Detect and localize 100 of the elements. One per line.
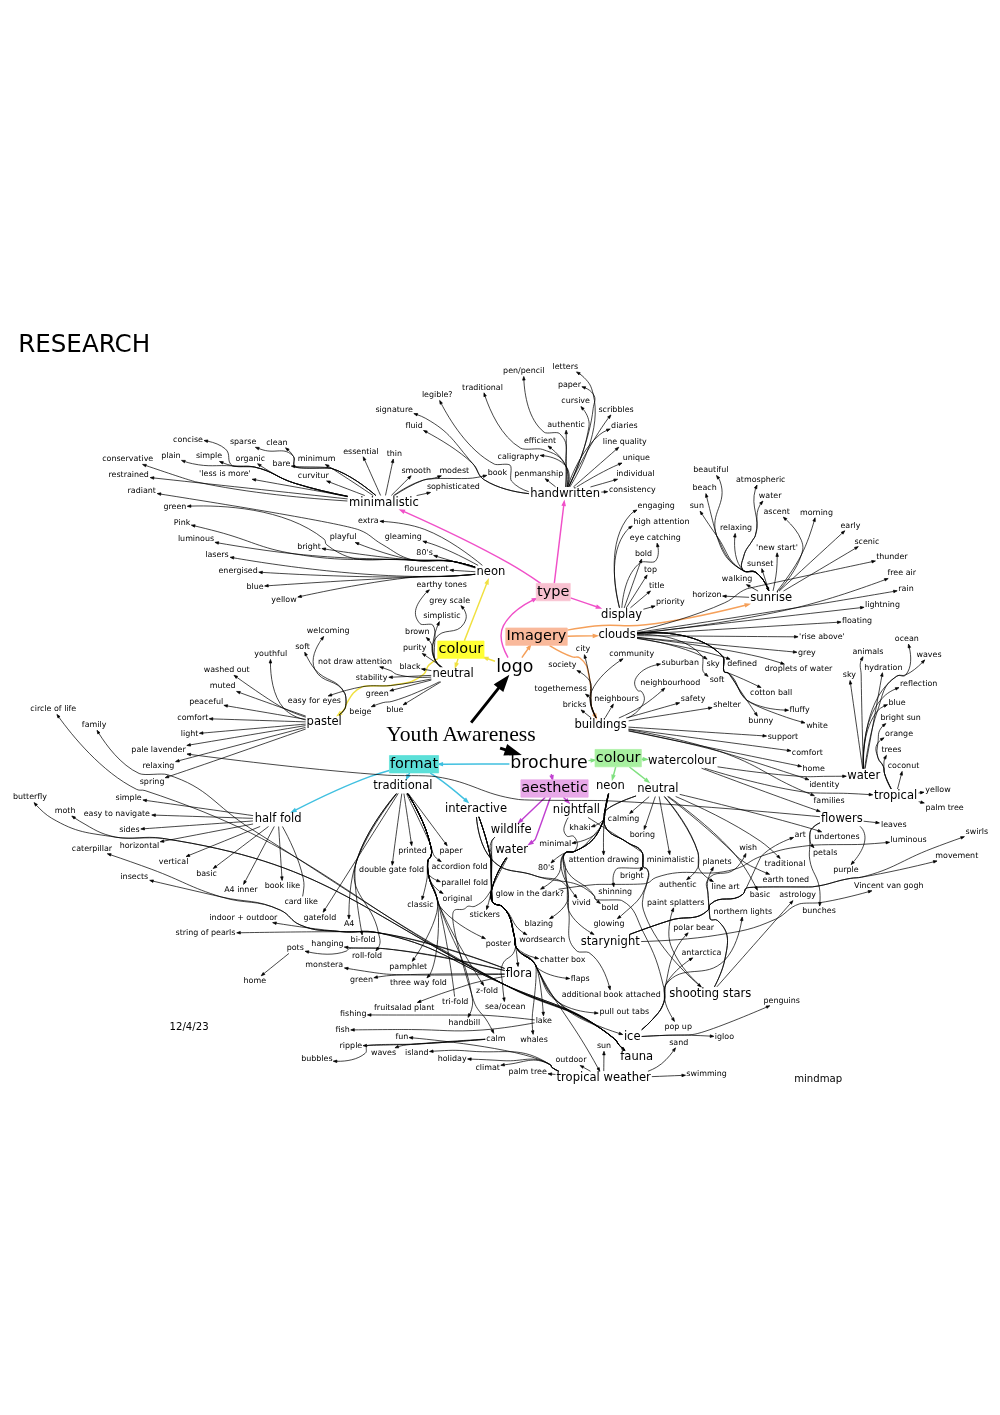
arrow — [150, 813, 253, 819]
arrow — [721, 594, 749, 598]
node-text: logo — [495, 656, 533, 677]
node-text: Youth Awareness — [385, 721, 536, 746]
node-text: neutral — [431, 666, 474, 681]
arrow — [438, 400, 529, 493]
arrow — [663, 796, 714, 883]
arrow — [393, 475, 442, 496]
arrow — [425, 637, 442, 668]
arrow — [640, 890, 872, 942]
node-text: sunrise — [749, 590, 792, 605]
arrow — [636, 632, 761, 688]
arrow — [859, 656, 864, 770]
arrow — [429, 772, 469, 804]
arrow — [627, 726, 767, 738]
arrow — [235, 691, 306, 717]
arrow — [349, 1022, 535, 1032]
arrow — [628, 766, 650, 784]
node-text: nightfall — [552, 801, 600, 816]
arrow — [185, 725, 306, 747]
arrow — [569, 597, 602, 609]
node-text: neon — [476, 564, 505, 579]
arrow — [379, 519, 483, 566]
arrow — [436, 761, 510, 767]
arrow — [557, 841, 890, 890]
node-text: half fold — [254, 810, 302, 825]
arrow — [636, 635, 798, 639]
arrow — [477, 816, 599, 1015]
arrow — [346, 793, 397, 920]
arrow — [174, 727, 306, 763]
arrow — [642, 605, 655, 610]
arrow — [373, 973, 505, 979]
arrow — [613, 509, 637, 609]
arrow — [716, 900, 793, 988]
arrow — [600, 490, 608, 494]
arrow — [451, 857, 508, 1034]
arrow — [403, 793, 413, 846]
arrow — [636, 632, 805, 724]
arrow — [520, 643, 532, 659]
arrow — [628, 836, 965, 935]
node-text: flowers — [820, 810, 863, 825]
arrow — [392, 474, 487, 496]
arrow — [601, 1050, 606, 1072]
arrow — [388, 679, 432, 692]
arrow — [466, 1057, 559, 1072]
arrow — [566, 428, 611, 488]
arrow — [863, 643, 911, 770]
arrow — [603, 793, 644, 872]
arrow — [776, 517, 816, 592]
arrow — [882, 755, 891, 790]
arrow — [198, 723, 306, 735]
arrow — [716, 766, 847, 778]
arrow — [562, 817, 594, 935]
node-text: clouds — [597, 627, 636, 642]
arrow — [603, 793, 649, 919]
node-box: Imagery — [504, 627, 568, 646]
arrow — [553, 499, 566, 585]
arrow — [636, 589, 897, 633]
arrow — [405, 793, 442, 863]
arrow — [416, 976, 505, 1003]
arrow — [636, 560, 876, 632]
node-text: minimalistic — [348, 494, 419, 509]
arrow — [782, 546, 859, 592]
arrow — [431, 605, 467, 668]
arrow — [636, 632, 758, 717]
arrow — [521, 376, 567, 488]
arrow — [566, 633, 599, 639]
arrow — [627, 730, 809, 781]
arrow — [390, 793, 402, 866]
arrow — [469, 674, 509, 724]
diagram-title: RESEARCH — [17, 328, 150, 358]
node-text: neon — [595, 778, 625, 793]
arrow — [772, 552, 779, 592]
arrow — [640, 916, 743, 1031]
arrow — [862, 820, 880, 825]
arrow — [332, 1039, 486, 1063]
node-text: neutral — [636, 780, 678, 795]
arrow — [387, 675, 432, 679]
node-text: watercolour — [647, 752, 716, 767]
arrow — [422, 540, 478, 566]
node-text: tropical weather — [556, 1070, 651, 1085]
arrow — [260, 953, 289, 977]
arrow — [636, 637, 785, 665]
arrow — [141, 464, 348, 502]
arrow — [604, 703, 614, 719]
arrow — [414, 589, 441, 668]
arrow — [284, 447, 376, 496]
arrow — [627, 706, 712, 722]
arrow — [516, 796, 546, 825]
node-text: brochure — [509, 752, 588, 773]
arrow — [384, 458, 394, 496]
arrow — [651, 1073, 686, 1078]
arrow — [526, 796, 551, 846]
arrow — [613, 525, 633, 609]
arrow — [289, 769, 390, 813]
arrow — [674, 796, 781, 859]
arrow — [917, 800, 925, 804]
arrow — [579, 1065, 591, 1072]
arrow — [229, 556, 476, 577]
arrow — [448, 568, 476, 573]
